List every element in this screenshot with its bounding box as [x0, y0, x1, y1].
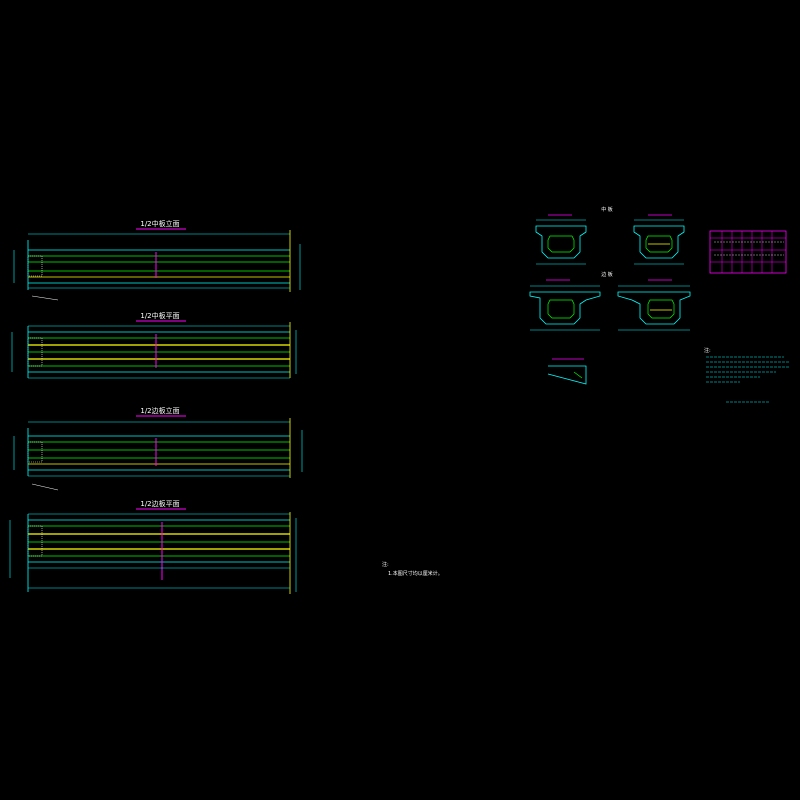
note-right: 注:	[704, 347, 790, 403]
view-title: 1/2中板立面	[140, 219, 179, 228]
box-void	[547, 235, 575, 253]
box-girder-outline	[633, 225, 685, 259]
view-mid-plate-plan: 1/2中板平面	[11, 311, 297, 379]
box-void	[547, 299, 575, 319]
cross-section-edge-end	[529, 279, 601, 331]
view-title: 1/2中板平面	[140, 311, 179, 320]
anchor-end-block	[27, 441, 43, 463]
view-edge-plate-elevation: 1/2边板立面	[13, 406, 303, 491]
box-girder-outline	[535, 225, 587, 259]
cross-section-mid-end	[535, 214, 587, 265]
section-heading-middle-plate: 中 板	[601, 206, 613, 213]
view-edge-plate-plan: 1/2边板平面	[9, 499, 297, 594]
note-left: 注: 1.本图尺寸均以厘米计。	[382, 561, 443, 577]
cross-section-mid-span	[633, 214, 685, 265]
anchor-end-block	[27, 525, 43, 557]
rebar-table	[709, 230, 787, 274]
view-mid-plate-elevation: 1/2中板立面	[13, 219, 301, 301]
rebar-line	[573, 371, 583, 379]
leader-line	[31, 483, 59, 491]
box-girder-outline	[529, 291, 601, 325]
wedge-outline	[547, 365, 587, 385]
cross-section-edge-mid	[617, 279, 691, 331]
detail-wedge	[547, 358, 587, 385]
anchor-end-block	[27, 255, 43, 277]
box-void	[645, 235, 673, 253]
note-line: 1.本图尺寸均以厘米计。	[388, 570, 443, 577]
leader-line	[31, 295, 59, 301]
box-void	[647, 299, 675, 319]
table-frame	[709, 230, 787, 274]
box-girder-outline	[617, 291, 691, 325]
view-title: 1/2边板平面	[140, 499, 179, 508]
note-heading: 注:	[382, 561, 389, 568]
note-heading: 注:	[704, 347, 711, 354]
section-heading-edge-plate: 边 板	[601, 271, 613, 278]
view-title: 1/2边板立面	[140, 406, 179, 415]
